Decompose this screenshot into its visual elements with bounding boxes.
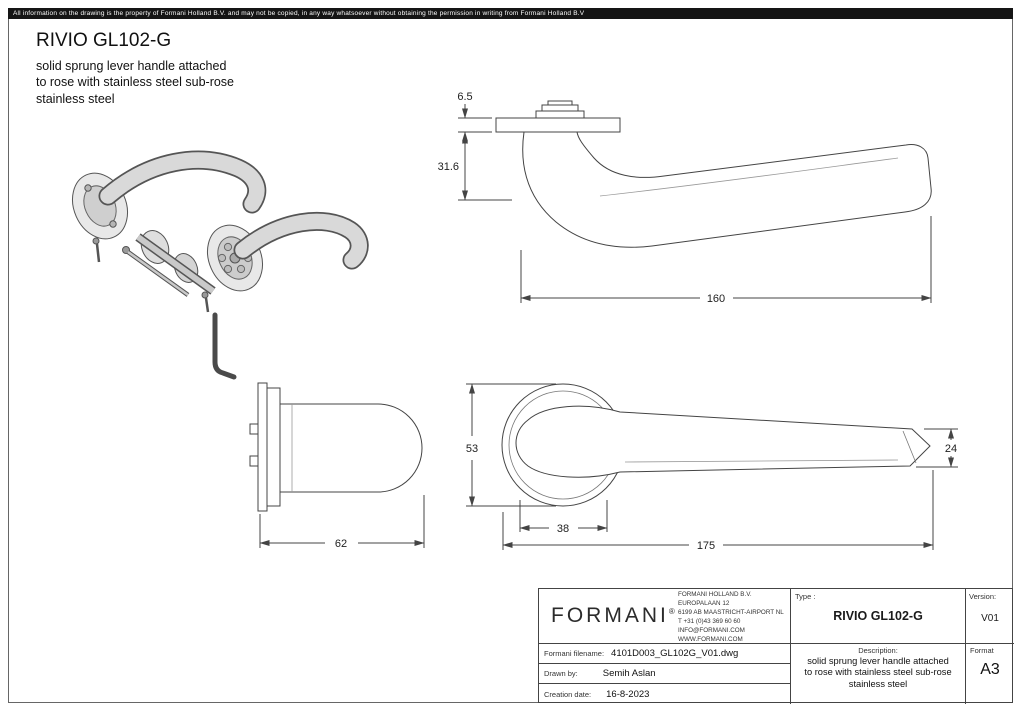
format-cell: Format A3 bbox=[966, 644, 1014, 704]
plan-view-dimensions: 53 38 175 24 bbox=[466, 383, 958, 552]
page-subtitle: solid sprung lever handle attached to ro… bbox=[36, 58, 234, 107]
filename-value: 4101D003_GL102G_V01.dwg bbox=[611, 648, 739, 659]
dim-side-rose-height: 6.5 bbox=[457, 91, 472, 103]
version-value: V01 bbox=[981, 613, 999, 624]
formani-logo: FORMANI® bbox=[539, 604, 675, 628]
drawn-by-label: Drawn by: bbox=[544, 669, 578, 678]
front-view bbox=[249, 382, 423, 512]
dim-front-projection: 62 bbox=[335, 538, 347, 550]
description-text: solid sprung lever handle attached to ro… bbox=[791, 655, 965, 690]
description-line: stainless steel bbox=[848, 678, 908, 689]
drawn-by-cell: Drawn by: Semih Aslan bbox=[539, 664, 791, 684]
description-cell: Description: solid sprung lever handle a… bbox=[791, 644, 966, 704]
address-line: 6199 AB MAASTRICHT-AIRPORT NL bbox=[678, 608, 784, 616]
description-line: solid sprung lever handle attached bbox=[807, 656, 949, 666]
title-block: FORMANI® FORMANI HOLLAND B.V. EUROPALAAN… bbox=[538, 588, 1014, 704]
side-view bbox=[495, 100, 932, 248]
page-title: RIVIO GL102-G bbox=[36, 30, 172, 51]
subtitle-line-3: stainless steel bbox=[36, 91, 115, 106]
dim-plan-rose-diameter: 53 bbox=[466, 443, 478, 455]
creation-date-value: 16-8-2023 bbox=[606, 688, 650, 700]
description-label: Description: bbox=[858, 646, 898, 655]
address-line: T +31 (0)43 369 60 60 bbox=[678, 618, 741, 625]
format-value: A3 bbox=[980, 661, 1000, 678]
filename-label: Formani filename: bbox=[544, 649, 605, 658]
plan-view bbox=[501, 383, 931, 507]
filename-cell: Formani filename: 4101D003_GL102G_V01.dw… bbox=[539, 644, 791, 664]
type-cell: Type : RIVIO GL102-G bbox=[791, 589, 966, 644]
exploded-iso-view bbox=[72, 150, 369, 380]
copyright-bar: All information on the drawing is the pr… bbox=[8, 8, 1013, 19]
dim-side-length: 160 bbox=[707, 293, 725, 305]
creation-date-cell: Creation date: 16-8-2023 bbox=[539, 684, 791, 704]
format-label: Format bbox=[970, 646, 994, 655]
description-line: to rose with stainless steel sub-rose bbox=[804, 667, 952, 678]
front-view-dimensions: 62 bbox=[259, 495, 425, 550]
address-line: EUROPALAAN 12 bbox=[678, 599, 730, 607]
address-line: WWW.FORMANI.COM bbox=[678, 636, 743, 644]
company-address: FORMANI HOLLAND B.V. EUROPALAAN 12 6199 … bbox=[676, 589, 790, 644]
creation-date-label: Creation date: bbox=[544, 689, 592, 699]
registered-mark: ® bbox=[668, 607, 675, 616]
version-cell: Version: V01 bbox=[966, 589, 1014, 644]
subtitle-line-1: solid sprung lever handle attached bbox=[36, 59, 227, 73]
logo-cell: FORMANI® FORMANI HOLLAND B.V. EUROPALAAN… bbox=[539, 589, 791, 644]
logo-text: FORMANI bbox=[551, 604, 669, 627]
address-line: INFO@FORMANI.COM bbox=[678, 627, 745, 635]
version-label: Version: bbox=[969, 592, 997, 601]
subtitle-line-2: to rose with stainless steel sub-rose bbox=[36, 75, 235, 90]
dim-plan-rose-width: 38 bbox=[557, 523, 569, 535]
type-label: Type : bbox=[795, 592, 816, 601]
address-line: FORMANI HOLLAND B.V. bbox=[678, 590, 752, 598]
type-value: RIVIO GL102-G bbox=[833, 609, 923, 623]
copyright-text: All information on the drawing is the pr… bbox=[13, 10, 585, 17]
allen-key bbox=[212, 312, 237, 380]
side-view-dimensions: 6.5 31.6 160 bbox=[438, 91, 932, 305]
dim-plan-total-length: 175 bbox=[697, 540, 715, 552]
dim-plan-grip-width: 24 bbox=[945, 443, 957, 455]
dim-side-drop: 31.6 bbox=[438, 161, 459, 173]
drawn-by-value: Semih Aslan bbox=[602, 668, 656, 679]
